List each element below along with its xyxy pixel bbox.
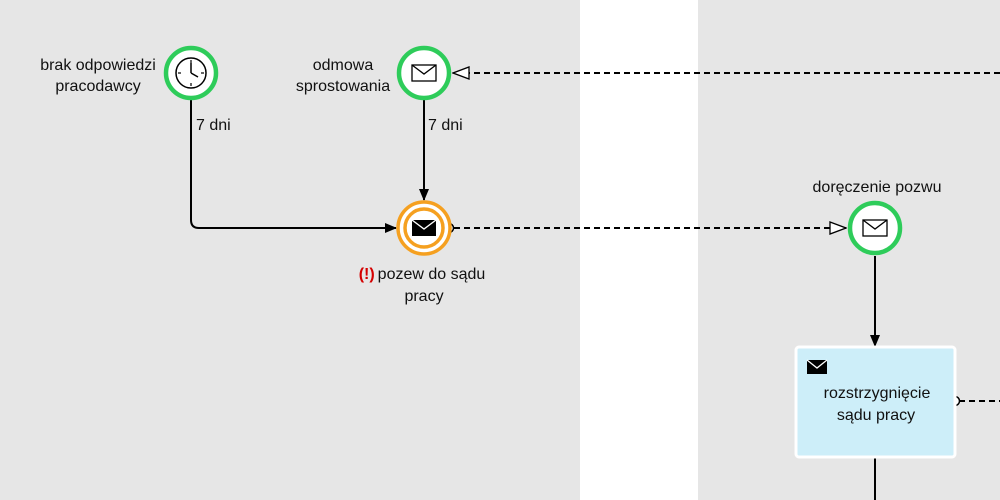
- timer-event-label-line1: brak odpowiedzi: [40, 57, 156, 74]
- court-decision-task[interactable]: rozstrzygnięcie sądu pracy: [794, 345, 957, 459]
- refusal-flow-label: 7 dni: [428, 117, 463, 134]
- clock-icon: [175, 57, 207, 89]
- sequence-flow-timer-to-lawsuit[interactable]: [190, 100, 397, 233]
- refusal-event-label-line2: sprostowania: [296, 78, 390, 95]
- lawsuit-throw-event[interactable]: [396, 200, 452, 256]
- timer-start-event[interactable]: [163, 45, 219, 101]
- refusal-event-label-line1: odmowa: [313, 57, 374, 74]
- task-label-line1: rozstrzygnięcie: [824, 385, 931, 402]
- envelope-filled-icon: [806, 359, 828, 374]
- timer-flow-label: 7 dni: [196, 117, 231, 134]
- alert-marker: (!): [359, 266, 375, 283]
- lawsuit-event-label-line1: (!)pozew do sądu: [359, 266, 486, 283]
- task-label-line2: sądu pracy: [837, 407, 915, 424]
- delivery-message-event[interactable]: [847, 200, 903, 256]
- refusal-message-event[interactable]: [396, 45, 452, 101]
- envelope-icon: [411, 64, 437, 82]
- timer-event-label-line2: pracodawcy: [55, 78, 140, 95]
- envelope-icon: [862, 219, 888, 237]
- pool-lane-left: [0, 0, 580, 500]
- lawsuit-label-text: pozew do sądu: [378, 266, 486, 283]
- pool-gap: [580, 0, 698, 500]
- delivery-event-label: doręczenie pozwu: [813, 179, 942, 196]
- envelope-filled-icon: [411, 219, 437, 236]
- lawsuit-event-label-line2: pracy: [404, 288, 443, 305]
